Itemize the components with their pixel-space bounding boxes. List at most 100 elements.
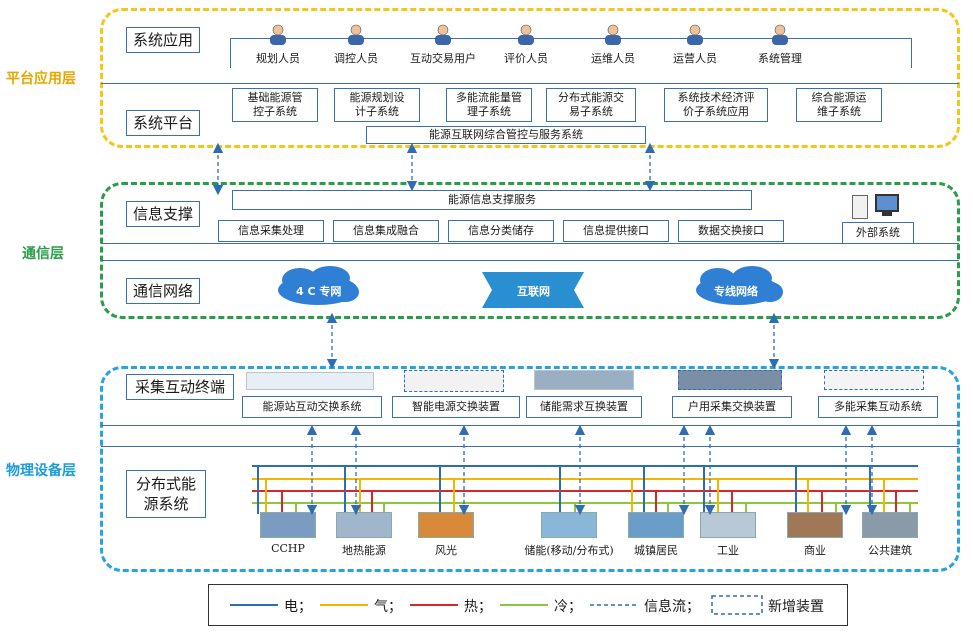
terminal-box: 储能需求互换装置	[526, 396, 642, 418]
internet-banner-label: 互联网	[517, 285, 550, 298]
user-label: 运维人员	[591, 52, 635, 65]
terminal-box: 户用采集交换装置	[672, 396, 792, 418]
source-photo	[700, 512, 756, 538]
energy-source: 地热能源	[334, 512, 394, 558]
terminal-box: 智能电源交换装置	[392, 396, 520, 418]
user-label: 评价人员	[504, 52, 548, 65]
subsystem-box: 基础能源管 控子系统	[232, 88, 318, 122]
user-label: 系统管理	[758, 52, 802, 65]
source-photo	[260, 512, 316, 538]
person-icon	[601, 24, 625, 46]
comm-layer-frame	[100, 182, 960, 319]
energy-source: CCHP	[255, 512, 321, 555]
cloud-4c-label: 4 C 专网	[296, 285, 342, 298]
energy-source: 商业	[787, 512, 843, 558]
info-item-box: 信息提供接口	[563, 220, 669, 242]
source-label: CCHP	[271, 542, 305, 555]
user-item: 互动交易用户	[408, 24, 478, 66]
energy-source: 风光	[418, 512, 474, 558]
device-image	[404, 370, 504, 392]
user-item: 运营人员	[660, 24, 730, 66]
monitor-stand-icon	[882, 212, 892, 216]
legend-heat: 热；	[464, 599, 492, 615]
device-image	[246, 372, 374, 390]
core-system-box: 能源互联网综合管控与服务系统	[366, 126, 646, 144]
source-photo	[541, 512, 597, 538]
system-platform-tier	[101, 83, 959, 147]
source-label: 公共建筑	[868, 544, 912, 557]
distributed-title: 分布式能 源系统	[126, 470, 206, 518]
user-label: 互动交易用户	[410, 52, 476, 65]
terminal-tier	[101, 425, 959, 447]
device-image	[678, 370, 782, 390]
info-item-box: 数据交换接口	[678, 220, 784, 242]
device-image	[534, 370, 634, 390]
server-icon	[852, 195, 868, 219]
source-photo	[418, 512, 474, 538]
dedicated-cloud-icon	[696, 266, 783, 305]
user-label: 规划人员	[256, 52, 300, 65]
source-label: 风光	[435, 544, 457, 557]
person-icon	[683, 24, 707, 46]
person-icon	[768, 24, 792, 46]
info-item-box: 信息分类储存	[448, 220, 554, 242]
subsystem-box: 系统技术经济评 价子系统应用	[664, 88, 768, 122]
subsystem-box: 综合能源运 维子系统	[796, 88, 882, 122]
source-photo	[862, 512, 918, 538]
platform-layer-label: 平台应用层	[6, 71, 76, 87]
internet-banner-icon	[482, 272, 584, 308]
source-label: 地热能源	[342, 544, 386, 557]
external-system-box: 外部系统	[842, 222, 914, 244]
legend-new-device: 新增装置	[768, 599, 824, 615]
user-label: 运营人员	[673, 52, 717, 65]
person-icon	[431, 24, 455, 46]
comm-network-title: 通信网络	[126, 278, 200, 304]
source-label: 工业	[717, 544, 739, 557]
device-image	[824, 370, 924, 390]
terminal-box: 能源站互动交换系统	[242, 396, 382, 418]
info-item-box: 信息采集处理	[218, 220, 324, 242]
info-support-title: 信息支撑	[126, 201, 200, 227]
cloud-dedicated-label: 专线网络	[714, 285, 758, 298]
energy-source: 城镇居民	[623, 512, 689, 558]
comm-layer-label: 通信层	[22, 246, 64, 262]
user-item: 运维人员	[578, 24, 648, 66]
source-photo	[787, 512, 843, 538]
person-icon	[344, 24, 368, 46]
info-service-box: 能源信息支撑服务	[232, 190, 752, 210]
subsystem-box: 能源规划设 计子系统	[334, 88, 420, 122]
user-label: 调控人员	[334, 52, 378, 65]
source-label: 城镇居民	[634, 544, 678, 557]
energy-source: 公共建筑	[857, 512, 923, 558]
legend-electric: 电；	[284, 599, 312, 615]
info-item-box: 信息集成融合	[333, 220, 439, 242]
user-item: 系统管理	[745, 24, 815, 66]
physical-layer-label: 物理设备层	[6, 463, 76, 479]
energy-source: 工业	[700, 512, 756, 558]
energy-source: 储能(移动/分布式)	[519, 512, 619, 558]
source-label: 商业	[804, 544, 826, 557]
user-item: 规划人员	[243, 24, 313, 66]
info-support-tier	[101, 243, 959, 261]
terminal-title: 采集互动终端	[126, 374, 234, 400]
system-app-title: 系统应用	[126, 27, 200, 53]
subsystem-box: 分布式能源交 易子系统	[546, 88, 636, 122]
monitor-icon	[875, 194, 899, 212]
terminal-box: 多能采集互动系统	[818, 396, 938, 418]
user-item: 评价人员	[491, 24, 561, 66]
person-icon	[266, 24, 290, 46]
system-app-bar	[230, 38, 912, 68]
legend-cold: 冷；	[554, 599, 582, 615]
legend-gas: 气；	[374, 599, 402, 615]
subsystem-box: 多能流能量管 理子系统	[446, 88, 532, 122]
source-label: 储能(移动/分布式)	[524, 544, 614, 557]
physical-layer-frame	[100, 366, 960, 572]
legend-box	[208, 584, 848, 626]
source-photo	[336, 512, 392, 538]
legend-info: 信息流；	[644, 599, 700, 615]
source-photo	[628, 512, 684, 538]
user-item: 调控人员	[321, 24, 391, 66]
platform-layer-frame	[100, 8, 960, 148]
